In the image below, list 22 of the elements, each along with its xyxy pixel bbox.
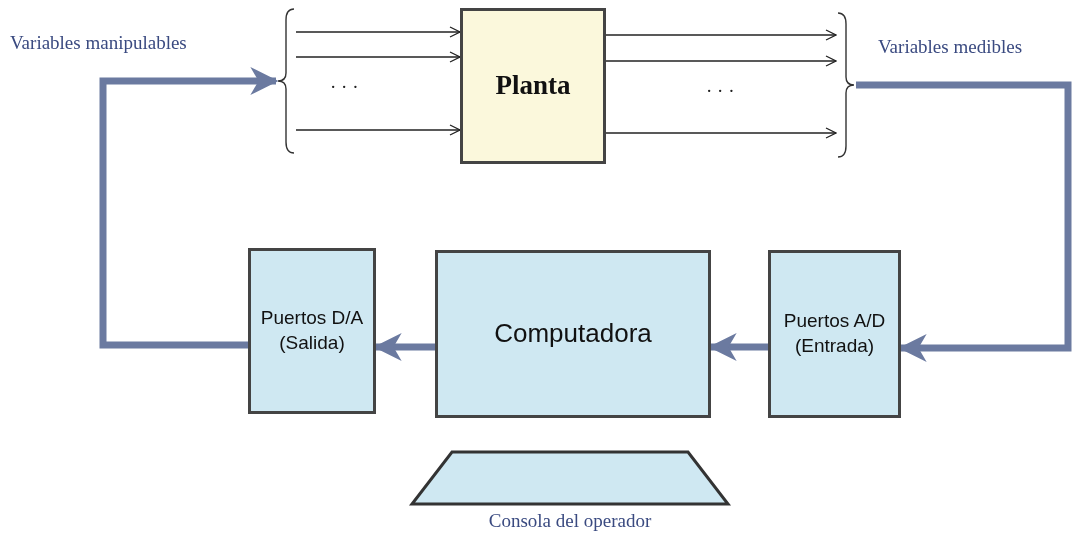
curly-brace xyxy=(836,12,856,158)
arrow xyxy=(295,51,461,63)
curly-brace xyxy=(276,8,296,154)
ellipsis: · · · xyxy=(330,76,359,98)
arrow xyxy=(295,26,461,38)
process-box xyxy=(768,250,901,418)
process-box xyxy=(435,250,711,418)
box-label: Computadora xyxy=(493,317,653,351)
console-label: Consola del operador xyxy=(487,510,653,532)
arrow xyxy=(605,55,837,67)
variable-label: Variables medibles xyxy=(878,36,1023,58)
arrow xyxy=(295,124,461,136)
box-label: Puertos A/D (Entrada) xyxy=(782,309,887,358)
process-box xyxy=(460,8,606,164)
box-label: Planta xyxy=(494,69,572,103)
process-box xyxy=(248,248,376,414)
ellipsis: · · · xyxy=(706,80,735,102)
arrow xyxy=(605,29,837,41)
variable-label: Variables manipulables xyxy=(10,32,187,54)
arrow xyxy=(605,127,837,139)
box-label: Puertos D/A (Salida) xyxy=(259,306,365,355)
thick-arrow xyxy=(99,67,279,349)
